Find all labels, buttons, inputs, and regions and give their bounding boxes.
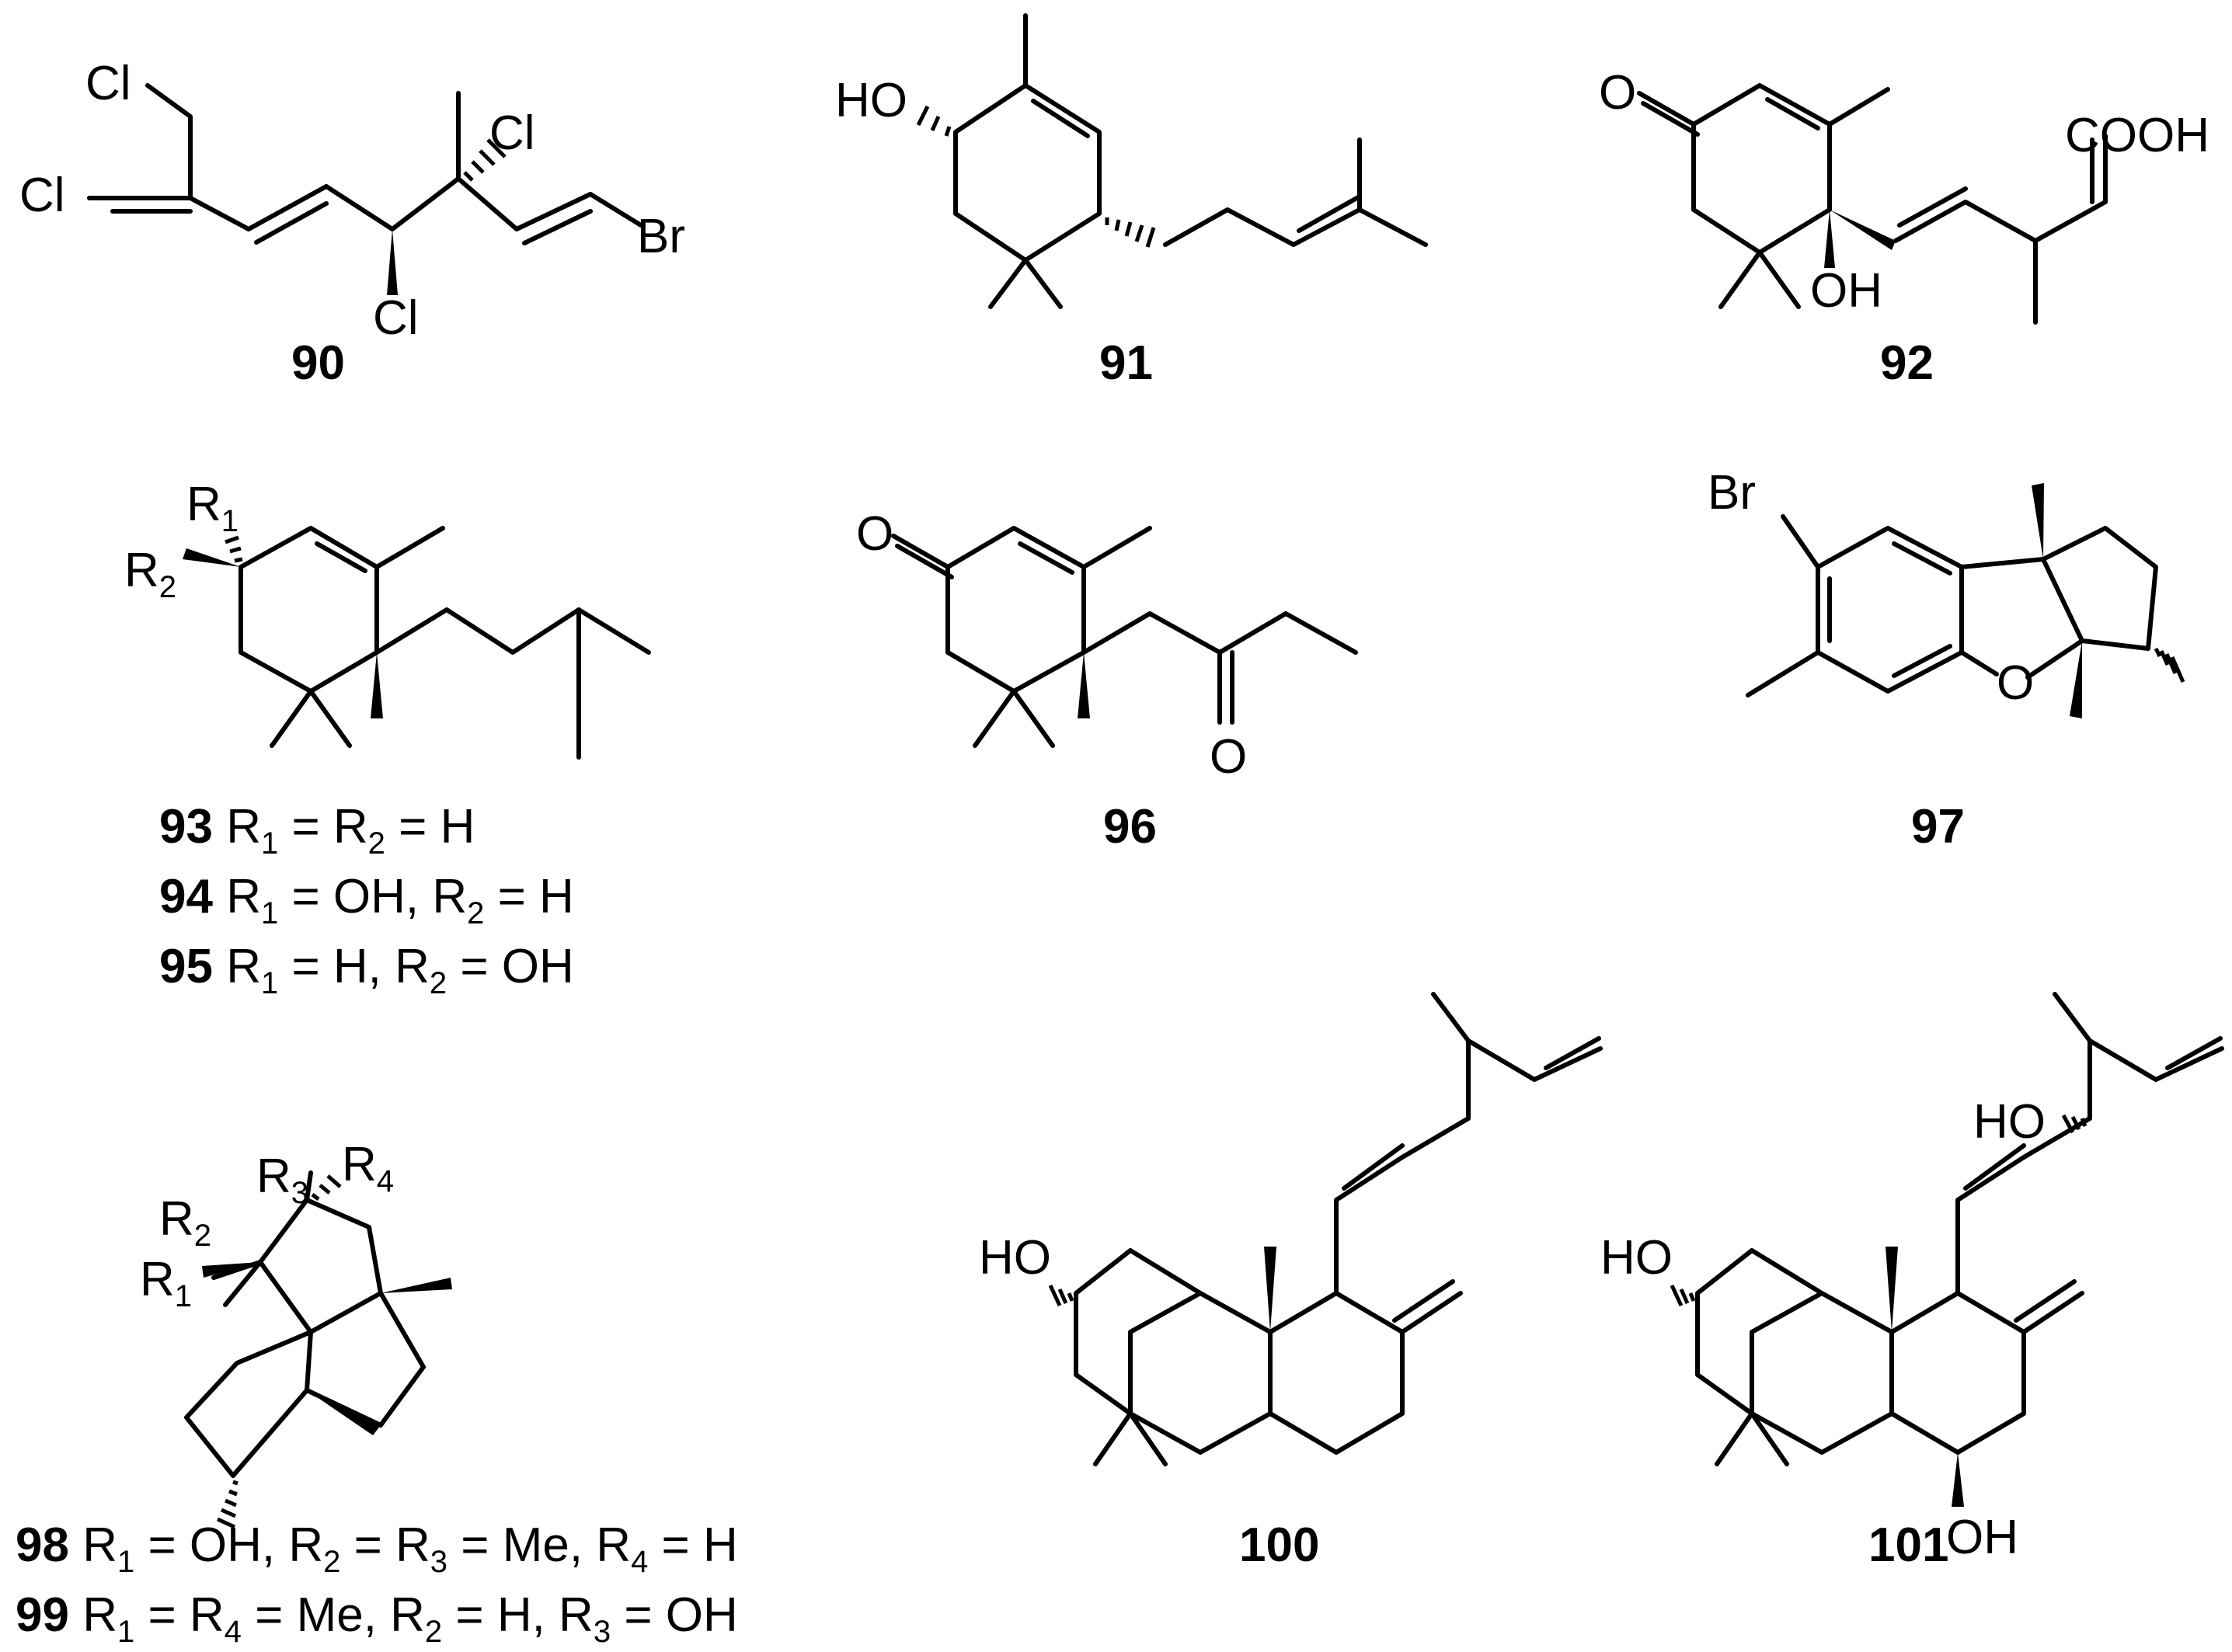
caption-93: 93 R1 = R2 = H <box>159 800 475 861</box>
atom-cl: Cl <box>19 169 65 222</box>
atom-r: R1 <box>186 478 239 538</box>
structure-97: Br O 97 <box>1708 466 2185 854</box>
compound-number: 96 <box>1103 800 1157 854</box>
atom-o: O <box>1599 66 1636 120</box>
atom-cl: Cl <box>373 291 419 345</box>
structure-100: HO 100 <box>979 992 1603 1572</box>
structure-101: HO OH HO 101 <box>1600 992 2224 1572</box>
structure-91: HO 91 <box>835 13 1428 390</box>
atom-ho: HO <box>979 1231 1051 1285</box>
compound-number: 90 <box>291 336 345 390</box>
compound-number: 92 <box>1880 336 1934 390</box>
atom-ho: HO <box>835 74 907 127</box>
compound-number: 100 <box>1239 1518 1319 1572</box>
atom-ho: HO <box>1600 1231 1673 1285</box>
compound-number: 101 <box>1868 1518 1948 1572</box>
caption-98: 98 R1 = OH, R2 = R3 = Me, R4 = H <box>16 1518 738 1579</box>
structure-90: Cl Cl Cl Cl Br 90 <box>19 57 685 390</box>
atom-r: R1 <box>140 1253 192 1313</box>
caption-95: 95 R1 = H, R2 = OH <box>159 940 574 1000</box>
atom-cooh: COOH <box>2065 109 2209 162</box>
compound-number: 97 <box>1911 800 1965 854</box>
structure-93: R1 R2 93 R1 = R2 = H 94 R1 = OH, R2 = H … <box>124 478 651 1000</box>
atom-ho: HO <box>1973 1095 2046 1149</box>
atom-br: Br <box>1708 466 1756 520</box>
atom-cl: Cl <box>489 106 535 160</box>
atom-o: O <box>856 507 893 561</box>
atom-r: R2 <box>124 544 176 604</box>
atom-oh: OH <box>1810 264 1882 318</box>
compound-number: 91 <box>1099 336 1153 390</box>
atom-br: Br <box>637 210 685 263</box>
structure-96: O O 96 <box>856 507 1358 854</box>
caption-99: 99 R1 = R4 = Me, R2 = H, R3 = OH <box>16 1588 738 1649</box>
atom-oh: OH <box>1946 1511 2018 1564</box>
atom-o: O <box>1210 730 1247 784</box>
atom-r: R4 <box>342 1138 394 1198</box>
atom-cl: Cl <box>85 57 131 110</box>
structure-92: O OH COOH 92 <box>1599 66 2209 390</box>
atom-r: R2 <box>159 1192 211 1253</box>
atom-o: O <box>1997 656 2034 710</box>
atom-r: R3 <box>256 1149 308 1210</box>
caption-94: 94 R1 = OH, R2 = H <box>159 870 574 930</box>
structure-98: R3 R4 R2 R1 98 R1 = OH, R2 = R3 = Me, R4… <box>16 1138 738 1649</box>
